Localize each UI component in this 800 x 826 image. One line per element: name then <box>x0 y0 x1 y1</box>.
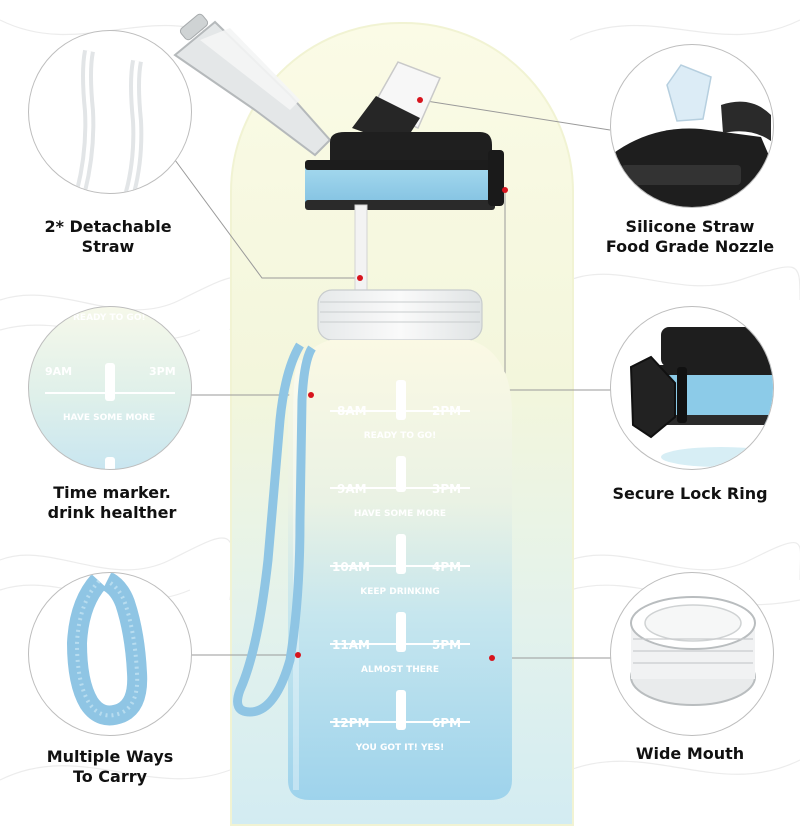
wide-mouth-label: Wide Mouth <box>635 744 745 763</box>
carry-strap <box>233 342 316 717</box>
lock-ring-label: Secure Lock Ring <box>612 484 768 503</box>
time-marker-label: Time marker. drink healther <box>47 483 177 522</box>
wide-mouth-circle <box>610 572 774 736</box>
time-marker-icons <box>396 380 406 730</box>
bottle-neck <box>317 289 483 341</box>
lock-ring-circle <box>610 306 774 470</box>
flip-cap <box>173 13 332 157</box>
time-marker-circle: READY TO GO! 9AM 3PM HAVE SOME MORE <box>28 306 192 470</box>
straw-label: 2* Detachable Straw <box>44 217 172 256</box>
accent-dots <box>295 97 508 661</box>
time-marker-image <box>45 363 175 469</box>
wide-mouth-image <box>630 596 756 706</box>
lock-ring-image <box>629 327 773 467</box>
nozzle-detail-circle <box>610 44 774 208</box>
nozzle-connector <box>419 99 611 131</box>
straw-detail-circle <box>28 30 192 194</box>
bottle-lid <box>305 132 504 210</box>
carry-strap-circle <box>28 572 192 736</box>
strap-loop-image <box>67 573 148 726</box>
carry-label: Multiple Ways To Carry <box>46 747 174 786</box>
nozzle-label: Silicone Straw Food Grade Nozzle <box>605 217 775 256</box>
nozzle-image <box>611 64 773 207</box>
water-bottle <box>173 13 612 800</box>
straw-connector <box>174 159 360 279</box>
straws-image <box>75 49 144 193</box>
